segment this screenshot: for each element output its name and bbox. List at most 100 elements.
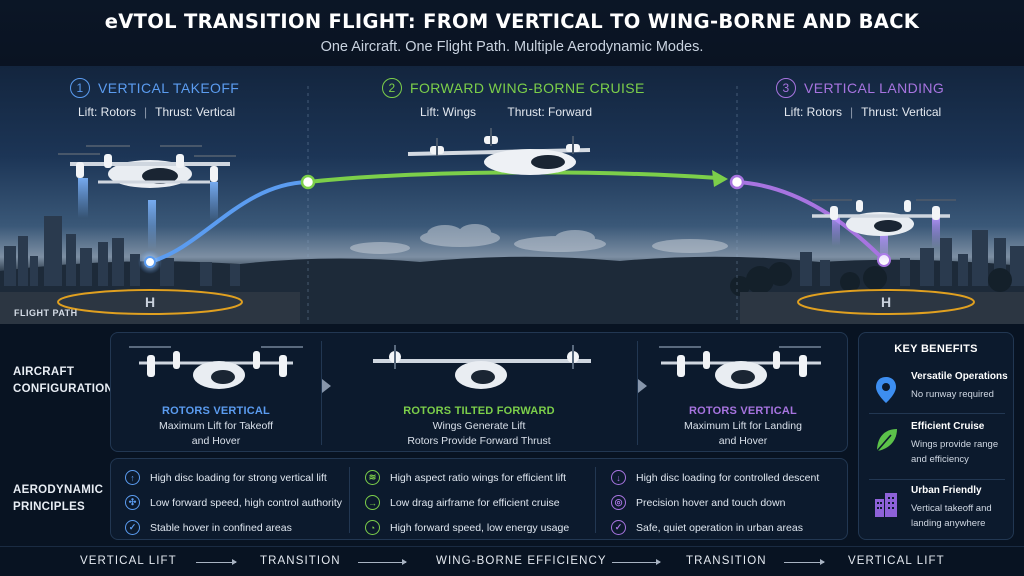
benefit-title: Urban Friendly	[911, 485, 982, 496]
right-helipad-mark: H	[881, 294, 891, 310]
aero-item: ✣ Low forward speed, high control author…	[125, 490, 342, 515]
benefit-desc: Vertical takeoff and landing anywhere	[911, 501, 992, 531]
flight-phase-flow: VERTICAL LIFT TRANSITION WING-BORNE EFFI…	[0, 546, 1024, 576]
arrow-right-icon	[196, 559, 237, 565]
config-desc-line2: Rotors Provide Forward Thrust	[407, 435, 551, 447]
phase-vertical-landing: 3 VERTICAL LANDING Lift: Rotors|Thrust: …	[776, 78, 944, 119]
aero-item-text: Precision hover and touch down	[636, 496, 786, 509]
waypoint-transition-2	[729, 174, 745, 190]
chevron-right-icon	[322, 379, 331, 393]
aircraft-cruise	[407, 128, 591, 175]
phase-title: VERTICAL TAKEOFF	[98, 80, 240, 96]
arrow-down-icon: ↓	[611, 470, 626, 485]
config-aircraft-vertical-1	[129, 346, 303, 389]
aero-item-text: Low drag airframe for efficient cruise	[390, 496, 560, 509]
aero-label-line1: AERODYNAMIC	[13, 484, 104, 496]
phase-vertical-takeoff: 1 VERTICAL TAKEOFF Lift: Rotors|Thrust: …	[70, 78, 239, 119]
buildings-icon	[875, 493, 897, 517]
benefit-desc-line1: Wings provide range	[911, 439, 999, 450]
aero-item: ◔ High forward speed, low energy usage	[365, 515, 569, 540]
phase-subtitle: Lift: Wings Thrust: Forward	[420, 105, 645, 119]
aero-item-text: High disc loading for controlled descent	[636, 471, 820, 484]
page-title: eVTOL TRANSITION FLIGHT: FROM VERTICAL T…	[104, 10, 920, 33]
flight-path-label: FLIGHT PATH	[14, 308, 78, 318]
config-col-takeoff: ROTORS VERTICAL Maximum Lift for Takeoff…	[111, 333, 321, 453]
phase-subtitle: Lift: Rotors|Thrust: Vertical	[78, 105, 236, 119]
arrow-right-icon: →	[365, 495, 380, 510]
benefit-urban-friendly: Urban Friendly Vertical takeoff and land…	[859, 485, 1015, 541]
aero-item-text: Safe, quiet operation in urban areas	[636, 521, 803, 534]
phase-title: VERTICAL LANDING	[804, 80, 945, 96]
aero-col-takeoff: ↑ High disc loading for strong vertical …	[125, 465, 342, 540]
config-title: ROTORS VERTICAL	[689, 405, 797, 417]
benefit-desc-line1: Vertical takeoff and	[911, 503, 992, 514]
aero-row-label: AERODYNAMIC PRINCIPLES	[13, 482, 103, 516]
aero-item-text: High disc loading for strong vertical li…	[150, 471, 327, 484]
phase-lift: Lift: Rotors	[784, 105, 843, 119]
page-subtitle: One Aircraft. One Flight Path. Multiple …	[320, 39, 704, 55]
divider	[637, 341, 638, 445]
config-label-line2: CONFIGURATION	[13, 383, 114, 395]
aircraft-configuration-panel: ROTORS VERTICAL Maximum Lift for Takeoff…	[110, 332, 848, 452]
rotor-icon: ✣	[125, 495, 140, 510]
phase-number-2: 2	[382, 78, 402, 98]
config-desc-line1: Wings Generate Lift	[432, 420, 526, 432]
divider	[869, 479, 1005, 480]
divider	[349, 467, 350, 533]
aerodynamic-principles-panel: ↑ High disc loading for strong vertical …	[110, 458, 848, 540]
config-desc-line1: Maximum Lift for Landing	[684, 420, 802, 432]
config-desc-line2: and Hover	[718, 435, 768, 447]
chevron-right-icon	[638, 379, 647, 393]
config-title: ROTORS VERTICAL	[162, 405, 270, 417]
wing-icon: ≋	[365, 470, 380, 485]
right-rooftop	[740, 292, 1024, 324]
phase-number-1: 1	[70, 78, 90, 98]
gauge-icon: ◔	[365, 520, 380, 535]
target-icon: ◎	[611, 495, 626, 510]
aero-item-text: High forward speed, low energy usage	[390, 521, 570, 534]
config-aircraft-vertical-2	[659, 346, 821, 389]
benefit-title: Efficient Cruise	[911, 421, 985, 432]
benefit-desc-line2: and efficiency	[911, 454, 969, 465]
aero-item-text: Low forward speed, high control authorit…	[150, 496, 343, 509]
phase-thrust: Thrust: Vertical	[155, 105, 236, 119]
benefit-versatile-operations: Versatile Operations No runway required	[859, 371, 1015, 427]
divider	[595, 467, 596, 533]
waypoint-takeoff	[138, 250, 162, 274]
arrow-up-icon: ↑	[125, 470, 140, 485]
aero-item-text: High aspect ratio wings for efficient li…	[390, 471, 567, 484]
aero-item: ✓ Stable hover in confined areas	[125, 515, 342, 540]
shield-icon: ✓	[125, 520, 140, 535]
phase-thrust: Thrust: Forward	[507, 105, 593, 119]
flight-scene: H H	[0, 66, 1024, 324]
arrow-right-icon	[784, 559, 825, 565]
phase-lift: Lift: Rotors	[78, 105, 137, 119]
aero-item: ↓ High disc loading for controlled desce…	[611, 465, 819, 490]
aero-col-cruise: ≋ High aspect ratio wings for efficient …	[365, 465, 569, 540]
left-rooftop	[0, 292, 300, 324]
flow-step: VERTICAL LIFT	[848, 555, 945, 567]
arrow-right-icon	[358, 559, 407, 565]
flight-scene-illustration: H H	[0, 86, 1024, 324]
benefit-title: Versatile Operations	[911, 371, 1008, 382]
key-benefits-panel: KEY BENEFITS Versatile Operations No run…	[858, 332, 1014, 540]
flight-path-line	[148, 170, 886, 264]
config-col-cruise: ROTORS TILTED FORWARD Wings Generate Lif…	[321, 333, 637, 453]
shield-icon: ✓	[611, 520, 626, 535]
flow-step: TRANSITION	[686, 555, 767, 567]
header: eVTOL TRANSITION FLIGHT: FROM VERTICAL T…	[0, 0, 1024, 66]
benefit-desc-line1: No runway required	[911, 389, 994, 400]
location-pin-icon	[876, 377, 896, 403]
phase-forward-cruise: 2 FORWARD WING-BORNE CRUISE Lift: Wings …	[382, 78, 645, 119]
trees	[730, 262, 1012, 296]
aero-item: → Low drag airframe for efficient cruise	[365, 490, 569, 515]
phase-subtitle: Lift: Rotors|Thrust: Vertical	[784, 105, 942, 119]
aero-col-landing: ↓ High disc loading for controlled desce…	[611, 465, 819, 540]
aero-item: ≋ High aspect ratio wings for efficient …	[365, 465, 569, 490]
config-col-landing: ROTORS VERTICAL Maximum Lift for Landing…	[637, 333, 849, 453]
divider	[321, 341, 322, 445]
config-label-line1: AIRCRAFT	[13, 366, 75, 378]
arrow-right-icon	[612, 559, 661, 565]
config-title: ROTORS TILTED FORWARD	[403, 405, 555, 417]
benefit-desc-line2: landing anywhere	[911, 518, 986, 529]
